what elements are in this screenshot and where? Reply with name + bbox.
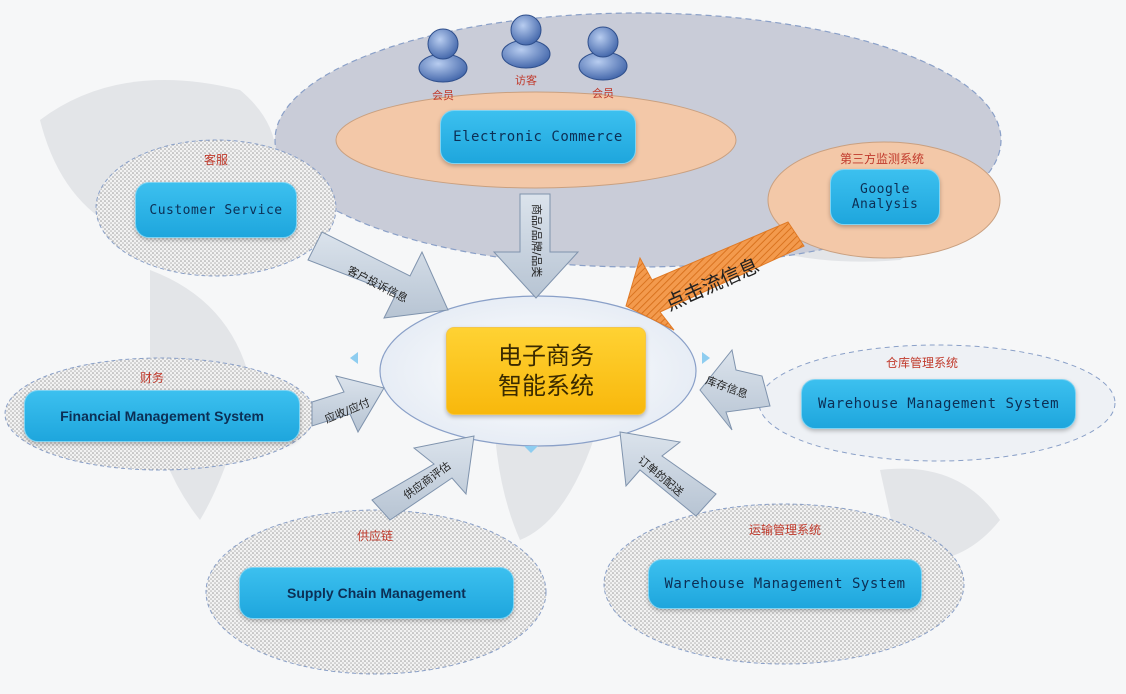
- user-label-member-1: 会员: [432, 89, 454, 102]
- transport-management-box[interactable]: Warehouse Management System: [648, 559, 922, 609]
- customer-service-box[interactable]: Customer Service: [135, 182, 297, 238]
- supplier-arrow: [371, 435, 475, 521]
- warehouse-management-box[interactable]: Warehouse Management System: [801, 379, 1076, 429]
- goods-arrow-label: 商品/品牌/品类: [530, 204, 543, 278]
- center-title-line1: 电子商务: [498, 342, 594, 370]
- user-label-visitor: 访客: [515, 74, 537, 87]
- google-analysis-line2: Analysis: [851, 197, 919, 212]
- user-label-member-2: 会员: [592, 87, 614, 100]
- customer-service-caption: 客服: [204, 153, 229, 167]
- supply-chain-box[interactable]: Supply Chain Management: [239, 567, 514, 619]
- right-marker-icon: [702, 352, 710, 364]
- finance-caption: 财务: [140, 371, 165, 385]
- financial-management-box[interactable]: Financial Management System: [24, 390, 300, 442]
- transport-caption: 运输管理系统: [749, 523, 822, 537]
- warehouse-caption: 仓库管理系统: [886, 356, 959, 370]
- google-analysis-box[interactable]: Google Analysis: [830, 169, 940, 225]
- third-party-caption: 第三方监测系统: [840, 152, 925, 166]
- center-system-box[interactable]: 电子商务 智能系统: [446, 327, 646, 415]
- payments-arrow: [311, 375, 385, 434]
- member-icon: [578, 26, 628, 81]
- inventory-arrow: [699, 348, 771, 431]
- bottom-marker-icon: [524, 446, 538, 453]
- ecommerce-box[interactable]: Electronic Commerce: [440, 110, 636, 164]
- goods-arrow: [492, 193, 580, 299]
- delivery-arrow: [619, 431, 717, 517]
- left-marker-icon: [350, 352, 358, 364]
- center-title-line2: 智能系统: [498, 372, 594, 400]
- clickstream-arrow: [625, 221, 805, 331]
- supply-chain-caption: 供应链: [357, 529, 394, 543]
- member-icon: [418, 28, 468, 83]
- complaints-arrow: [307, 231, 449, 319]
- google-analysis-line1: Google: [860, 182, 910, 197]
- visitor-icon: [501, 14, 551, 69]
